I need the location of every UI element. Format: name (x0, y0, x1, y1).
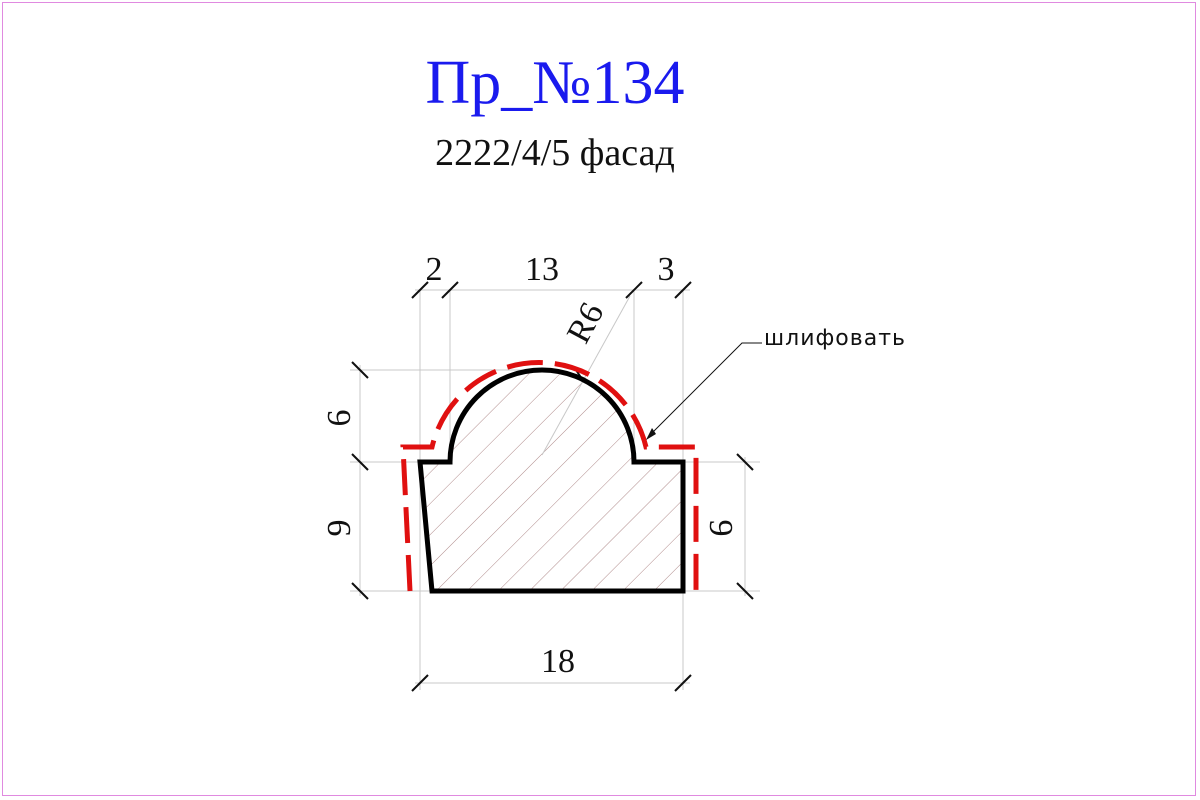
dim-top-left: 2 (426, 251, 443, 288)
dim-left-lower: 9 (321, 520, 358, 537)
dim-bottom: 18 (541, 643, 575, 680)
page-title: Пр_№134 (425, 49, 685, 117)
dim-top-right: 3 (658, 251, 675, 288)
dim-radius: R6 (560, 297, 611, 349)
dim-left-upper: 6 (321, 410, 358, 427)
dim-right: 9 (702, 520, 739, 537)
profile-outline (417, 367, 686, 594)
dim-top-middle: 13 (525, 251, 559, 288)
extension-lines (350, 289, 760, 690)
sanding-line (400, 360, 699, 592)
dimension-ticks (351, 281, 754, 692)
page-subtitle: 2222/4/5 фасад (435, 132, 675, 174)
note-leader (647, 342, 762, 438)
sanding-note: шлифовать (764, 326, 906, 351)
